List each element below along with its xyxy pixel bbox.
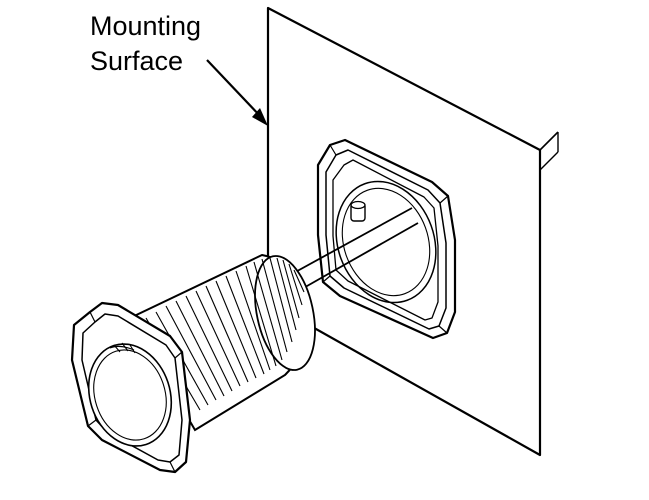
mounting-shaft bbox=[289, 207, 419, 291]
knob-lens bbox=[87, 342, 173, 447]
mounting-surface-label-line1: Mounting bbox=[90, 11, 202, 41]
rear-bezel bbox=[316, 138, 457, 340]
mounting-surface-label-line2: Surface bbox=[90, 46, 184, 76]
callout-arrow bbox=[206, 59, 268, 126]
knurled-knob-body bbox=[128, 253, 316, 432]
